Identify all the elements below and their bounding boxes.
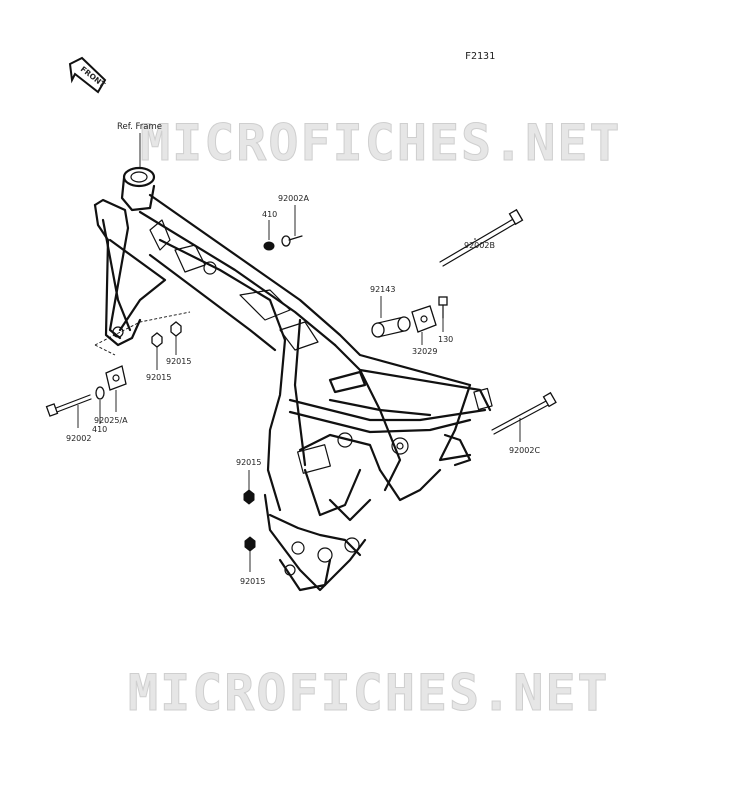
label-92143: 92143 (370, 285, 395, 294)
label-130: 130 (438, 335, 453, 344)
nut-92015-b (151, 332, 163, 348)
washer-410-top (263, 241, 275, 251)
label-410-top: 410 (262, 210, 277, 219)
nut-92015-d (244, 536, 256, 552)
label-92002B: 92002B (464, 241, 495, 250)
watermark-top: MICROFICHES.NET (140, 114, 622, 172)
bolt-92002C (491, 391, 557, 435)
nut-92015-c (243, 489, 255, 505)
label-92015-b: 92015 (146, 373, 171, 382)
label-32029: 32029 (412, 347, 437, 356)
label-92015-d: 92015 (240, 577, 265, 586)
figure-code: F2131 (465, 51, 495, 62)
nut-92015-a (170, 321, 182, 337)
label-92002: 92002 (66, 434, 91, 443)
steering-head (122, 166, 156, 188)
watermark-bottom: MICROFICHES.NET (128, 664, 610, 722)
washer-410-left (95, 386, 105, 400)
ref-frame-label: Ref. Frame (117, 122, 162, 132)
bolt-92002A (281, 235, 303, 247)
label-92025A: 92025/A (94, 416, 128, 425)
label-92015-c: 92015 (236, 458, 261, 467)
label-410-left: 410 (92, 425, 107, 434)
bolt-130 (438, 296, 448, 319)
bolt-92002B (439, 208, 524, 267)
label-92002C: 92002C (509, 446, 540, 455)
collar-92143 (371, 316, 411, 338)
label-92002A: 92002A (278, 194, 309, 203)
front-arrow-icon: FRONT (68, 56, 108, 94)
bracket-32029 (411, 305, 437, 333)
motorcycle-frame (93, 166, 493, 592)
plate-92025A (105, 365, 127, 391)
bolt-92002 (45, 394, 92, 417)
label-92015-a: 92015 (166, 357, 191, 366)
